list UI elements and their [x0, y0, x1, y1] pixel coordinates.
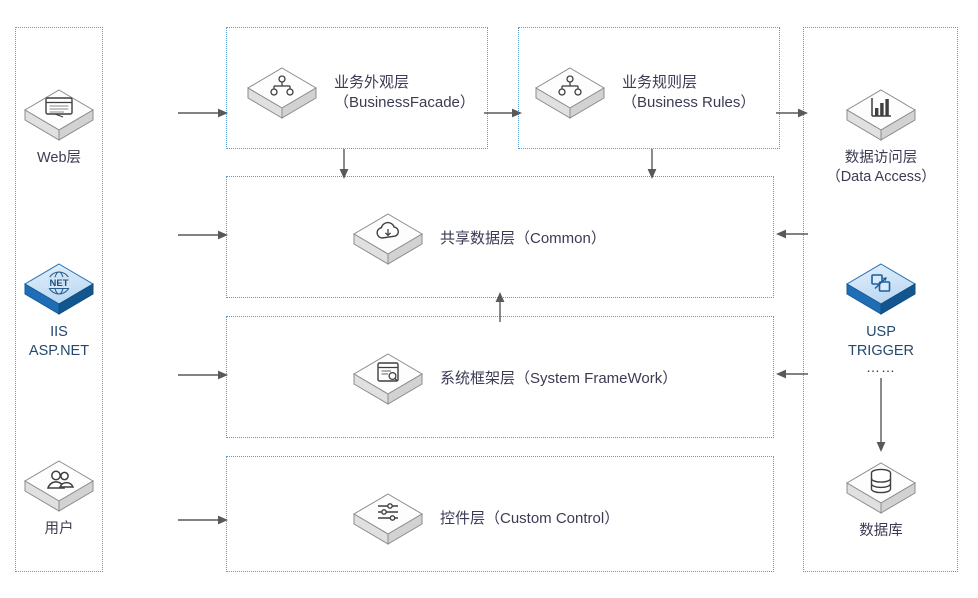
- node-business-rules-label-line2: （Business Rules）: [622, 94, 756, 111]
- arrow-iis-to-common: [178, 228, 230, 242]
- cloud-download-icon: [350, 208, 426, 270]
- svg-text:NET: NET: [50, 278, 69, 289]
- node-iis-label-line2: ASP.NET: [28, 343, 90, 359]
- hierarchy-icon: [244, 62, 320, 124]
- dotnet-globe-icon: NET: [21, 258, 97, 320]
- node-framework[interactable]: 系统框架层（System FrameWork）: [350, 348, 750, 410]
- bar-chart-icon: [843, 84, 919, 146]
- node-control-label: 控件层（Custom Control）: [440, 510, 620, 527]
- node-iis[interactable]: NET IIS ASP.NET: [21, 258, 97, 361]
- arrow-user-to-control: [178, 513, 230, 527]
- node-user[interactable]: 用户: [21, 455, 97, 539]
- arrow-business-rules-to-common: [645, 149, 659, 181]
- data-zone: [803, 27, 958, 572]
- node-user-label: 用户: [44, 521, 74, 537]
- node-common[interactable]: 共享数据层（Common）: [350, 208, 730, 270]
- node-database[interactable]: 数据库: [843, 457, 919, 541]
- node-data-access-label-line2: （Data Access）: [826, 169, 936, 185]
- sliders-icon: [350, 488, 426, 550]
- node-business-rules-text: 业务规则层 （Business Rules）: [608, 73, 755, 113]
- business-facade-zone: [226, 27, 488, 149]
- node-data-access[interactable]: 数据访问层 （Data Access）: [826, 84, 936, 187]
- node-business-rules-label-line1: 业务规则层: [622, 74, 698, 91]
- node-common-label: 共享数据层（Common）: [440, 230, 606, 247]
- arrow-framework-to-common: [493, 290, 507, 322]
- node-web[interactable]: Web层: [21, 84, 97, 168]
- node-business-facade[interactable]: 业务外观层 （BusinessFacade）: [244, 62, 480, 124]
- node-usp-trigger-label-line1: USP: [866, 324, 896, 340]
- node-web-label: Web层: [36, 150, 82, 166]
- node-control[interactable]: 控件层（Custom Control）: [350, 488, 730, 550]
- arrow-iis-to-framework: [178, 368, 230, 382]
- arrow-usp-trigger-to-database: [874, 378, 888, 454]
- arrow-business-facade-to-rules: [484, 106, 524, 120]
- business-rules-zone: [518, 27, 780, 149]
- arrow-web-to-business-facade: [178, 106, 230, 120]
- browser-window-icon: [21, 84, 97, 146]
- node-usp-trigger[interactable]: USP TRIGGER ……: [843, 258, 919, 374]
- user-icon: [21, 455, 97, 517]
- node-database-label: 数据库: [859, 523, 903, 539]
- node-business-facade-label-line1: 业务外观层: [334, 74, 410, 91]
- arrow-business-rules-to-data-access: [776, 106, 810, 120]
- arrow-usp-trigger-to-framework: [774, 367, 808, 381]
- node-usp-trigger-ellipsis: ……: [866, 359, 896, 375]
- node-usp-trigger-label-line2: TRIGGER: [847, 343, 915, 359]
- node-business-facade-text: 业务外观层 （BusinessFacade）: [320, 73, 475, 113]
- node-data-access-label-line1: 数据访问层: [844, 150, 918, 166]
- stored-procedure-icon: [843, 258, 919, 320]
- arrow-data-access-to-common: [774, 227, 808, 241]
- arrow-business-facade-to-common: [337, 149, 351, 181]
- node-framework-label: 系统框架层（System FrameWork）: [440, 370, 678, 387]
- control-zone: [226, 456, 774, 572]
- database-cylinder-icon: [843, 457, 919, 519]
- node-business-rules[interactable]: 业务规则层 （Business Rules）: [532, 62, 768, 124]
- window-form-icon: [350, 348, 426, 410]
- node-business-facade-label-line2: （BusinessFacade）: [334, 94, 475, 111]
- client-zone: [15, 27, 103, 572]
- hierarchy-icon: [532, 62, 608, 124]
- node-iis-label-line1: IIS: [50, 324, 68, 340]
